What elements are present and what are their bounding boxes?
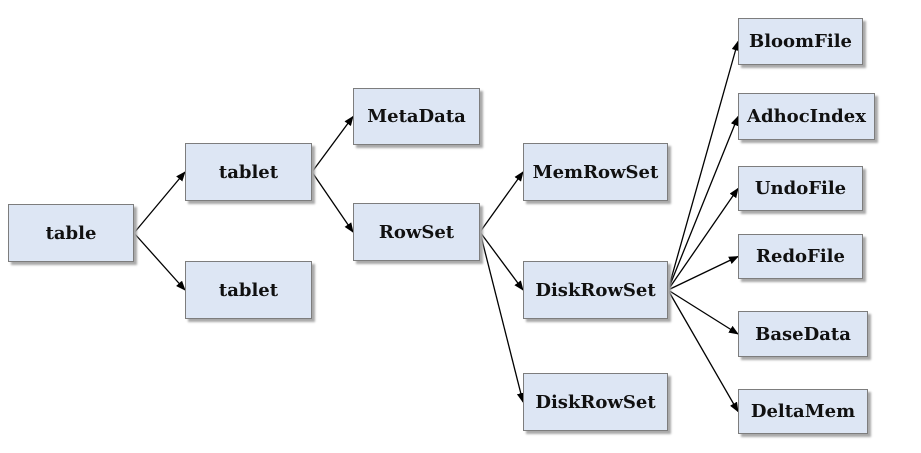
edge-rowset-to-diskrowset-1 (479, 231, 524, 291)
edge-tablet-1-to-metadata (311, 115, 354, 173)
node-undofile: UndoFile (738, 166, 863, 211)
edge-diskrowset-1-to-redofile (667, 255, 739, 291)
node-rowset: RowSet (353, 203, 480, 261)
node-metadata: MetaData (353, 88, 480, 145)
edge-tablet-1-to-rowset (311, 171, 354, 233)
node-diskrowset-2: DiskRowSet (523, 373, 668, 431)
edge-diskrowset-1-to-adhocindex (667, 115, 739, 291)
edge-diskrowset-1-to-undofile (667, 187, 739, 291)
node-deltamem: DeltaMem (738, 389, 868, 434)
node-table: table (8, 204, 134, 262)
node-tablet-2: tablet (185, 261, 312, 319)
node-tablet-1: tablet (185, 143, 312, 201)
edge-diskrowset-1-to-basedata (667, 289, 739, 335)
node-adhocindex: AdhocIndex (738, 93, 875, 140)
node-memrowset: MemRowSet (523, 143, 668, 201)
edge-table-to-tablet-1 (133, 171, 186, 234)
node-redofile: RedoFile (738, 234, 863, 279)
edge-rowset-to-memrowset (479, 171, 524, 233)
edge-rowset-to-diskrowset-2 (479, 231, 525, 403)
edge-diskrowset-1-to-bloomfile (667, 40, 740, 291)
edge-table-to-tablet-2 (133, 232, 186, 291)
node-bloomfile: BloomFile (738, 18, 863, 65)
node-diskrowset-1: DiskRowSet (523, 261, 668, 319)
edge-diskrowset-1-to-deltamem (667, 289, 739, 413)
node-basedata: BaseData (738, 311, 868, 357)
